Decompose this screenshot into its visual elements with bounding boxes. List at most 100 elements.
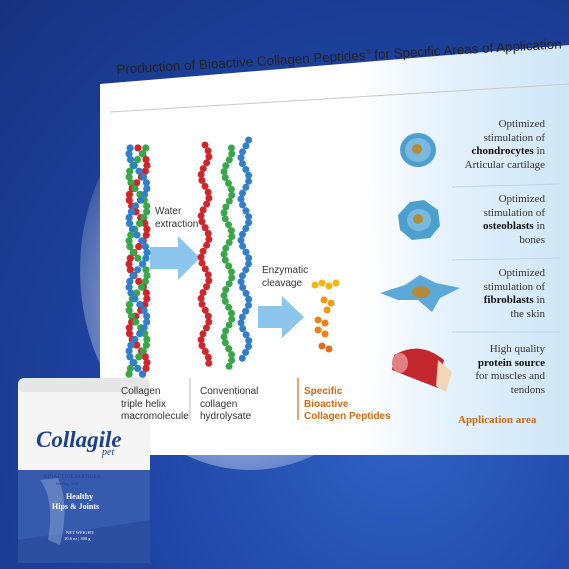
arrow-water	[150, 236, 200, 280]
app-cartilage: Optimized stimulation of chondrocytes in…	[464, 118, 545, 171]
helix-bead	[136, 196, 145, 204]
hydrolysate-bead	[220, 168, 228, 176]
hydrolysate-bead	[237, 195, 245, 203]
helix-bead	[125, 190, 134, 198]
helix-bead	[129, 359, 137, 367]
hydrolysate-bead	[201, 141, 209, 149]
hydrolysate-bead	[245, 136, 253, 144]
helix-bead	[126, 156, 135, 164]
hydrolysate-bead	[204, 353, 212, 361]
hydrolysate-bead	[199, 247, 207, 255]
app-skin: Optimized stimulation of fibroblasts in …	[483, 267, 545, 320]
hydrolysate-bead	[228, 351, 236, 358]
helix-bead	[126, 364, 134, 372]
peptide-bead	[320, 296, 328, 304]
hydrolysate-bead	[224, 179, 232, 187]
application-area-label: Application area	[458, 414, 537, 426]
hydrolysate-bead	[199, 165, 207, 173]
helix-bead	[129, 248, 137, 256]
helix-bead	[125, 196, 133, 204]
hydrolysate-bead	[238, 272, 246, 280]
helix-bead	[125, 324, 133, 332]
helix-bead	[141, 219, 149, 227]
helix-bead	[126, 266, 134, 274]
hydrolysate-bead	[242, 248, 250, 256]
hydrolysate-bead	[242, 166, 250, 173]
hydrolysate-bead	[245, 171, 253, 179]
helix-bead	[138, 370, 147, 378]
helix-bead	[125, 219, 134, 227]
muscle-icon	[392, 348, 452, 392]
hydrolysate-bead	[245, 213, 253, 221]
helix-bead	[125, 214, 133, 222]
helix-bead	[143, 335, 151, 343]
helix-bead	[135, 219, 144, 227]
hydrolysate-bead	[225, 197, 233, 205]
hydrolysate-bead	[245, 260, 253, 268]
hydrolysate-bead	[242, 289, 250, 297]
helix-bead	[133, 156, 142, 164]
helix-bead	[140, 214, 148, 222]
peptide-bead	[323, 306, 331, 314]
hydrolysate-bead	[198, 300, 206, 308]
peptide-bead	[325, 282, 333, 290]
helix-bead	[140, 306, 148, 314]
hydrolysate-bead	[198, 218, 206, 226]
hydrolysate-bead	[239, 325, 247, 333]
hydrolysate-bead	[227, 185, 235, 193]
helix-bead	[125, 173, 133, 181]
product-tag2: Hips & Joints	[52, 502, 100, 511]
helix-bead	[133, 289, 141, 297]
hydrolysate-bead	[228, 233, 236, 240]
peptide-bead	[311, 281, 319, 289]
chondrocyte-icon	[400, 133, 436, 167]
hydrolysate-bead	[205, 277, 213, 285]
helix-bead	[143, 202, 151, 210]
helix-bead	[135, 353, 143, 361]
peptide-bead	[325, 345, 333, 353]
hydrolysate-bead	[201, 224, 209, 232]
hydrolysate-bead	[238, 189, 246, 197]
osteoblast-icon	[398, 200, 440, 240]
hydrolysate-bead	[222, 327, 230, 335]
hydrolysate-bead	[228, 356, 236, 364]
hydrolysate-bead	[204, 230, 212, 237]
hydrolysate-bead	[201, 182, 209, 190]
helix-bead	[143, 272, 151, 280]
helix-bead	[143, 312, 151, 320]
helix-bead	[141, 190, 149, 198]
hydrolysate-bead	[225, 156, 233, 164]
hydrolysate-bead	[242, 225, 250, 232]
hydrolysate-bead	[205, 153, 213, 161]
hydrolysate-bead	[225, 221, 233, 229]
hydrolysate-bead	[197, 294, 205, 302]
helix-bead	[138, 260, 146, 268]
peptide-bead	[321, 330, 329, 338]
hydrolysate-bead	[222, 244, 230, 252]
helix-bead	[126, 277, 134, 285]
hydrolysate-bead	[222, 162, 230, 170]
helix-bead	[133, 341, 141, 349]
hydrolysate-bead	[199, 206, 207, 214]
hydrolysate-bead	[237, 236, 245, 244]
hydrolysate-bead	[225, 321, 233, 329]
hydrolysate-bead	[245, 254, 253, 262]
hydrolysate-bead	[239, 201, 247, 209]
hydrolysate-bead	[244, 343, 252, 350]
hydrolysate-bead	[228, 309, 236, 317]
peptide-bead	[327, 299, 335, 307]
helix-bead	[141, 330, 149, 338]
helix-bead	[142, 266, 150, 274]
helix-bead	[138, 150, 146, 158]
hydrolysate-bead	[242, 348, 250, 356]
product-line1: BIOACTIVE PEPTIDES	[44, 474, 101, 480]
helix-bead	[142, 364, 150, 372]
helix-bead	[138, 237, 146, 245]
app-bones: Optimized stimulation of osteoblasts in …	[482, 193, 545, 246]
hydrolysate-bead	[225, 303, 233, 311]
helix-bead	[134, 364, 142, 372]
hydrolysate-bead	[228, 274, 236, 282]
